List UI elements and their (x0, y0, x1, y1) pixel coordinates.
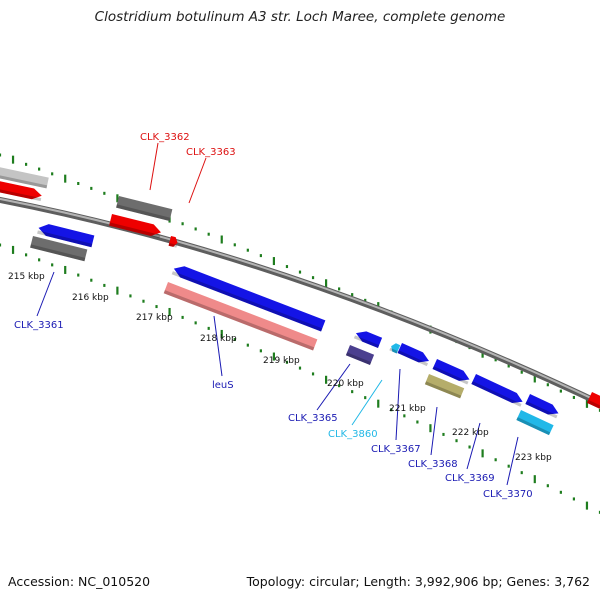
gene-label: CLK_3365 (288, 413, 338, 424)
leader-line (149, 142, 159, 191)
kbp-label: 223 kbp (515, 453, 552, 463)
kbp-label: 219 kbp (263, 356, 300, 366)
feature-red-3363 (168, 236, 178, 248)
feature-light-gray-shade (0, 173, 48, 189)
gene-label: CLK_3362 (140, 132, 190, 143)
genome-info-text: Topology: circular; Length: 3,992,906 bp… (246, 574, 590, 589)
gene-features (0, 166, 600, 436)
kbp-label: 220 kbp (327, 379, 364, 389)
feature-blue-3370-shade (525, 401, 558, 419)
kbp-label: 216 kbp (72, 293, 109, 303)
kbp-label: 217 kbp (136, 313, 173, 323)
feature-blue-3368 (432, 359, 470, 385)
feature-blue-a-body (38, 224, 95, 248)
leader-line (213, 315, 223, 377)
feature-cyan-3860-shade (389, 347, 398, 354)
feature-blue-3367-body (397, 343, 429, 363)
leader-line (36, 271, 55, 317)
feature-pink-leuS-shade (163, 290, 315, 351)
gene-label: CLK_3370 (483, 489, 533, 500)
feature-pink-leuS-body (163, 282, 318, 351)
feature-blue-3369 (471, 374, 523, 407)
feature-blue-a (37, 224, 95, 248)
feature-red-3363-shade (168, 242, 178, 248)
feature-blue-3365-shade (353, 335, 380, 348)
kbp-label: 222 kbp (452, 428, 489, 438)
feature-cyan-3370 (516, 410, 554, 436)
accession-text: Accession: NC_010520 (8, 574, 151, 589)
kbp-label: 221 kbp (389, 404, 426, 414)
feature-blue-3369-shade (471, 381, 522, 407)
feature-blue-3370 (525, 394, 559, 419)
feature-blue-3365-body (355, 331, 383, 348)
feature-cyan-3860 (389, 343, 401, 354)
feature-red-right (586, 392, 600, 409)
leader-line (506, 436, 519, 486)
leader-line (188, 157, 207, 204)
feature-red-right-shade (586, 399, 600, 409)
feature-red-3363-body (168, 236, 178, 247)
feature-olive-3368 (424, 374, 465, 399)
feature-blue-3367-shade (397, 350, 429, 367)
feature-red-left-body (0, 180, 42, 200)
feature-red-3362 (109, 214, 162, 239)
feature-light-gray-body (0, 166, 49, 189)
feature-blue-3369-body (471, 374, 523, 403)
feature-blue-leuS-body (173, 266, 326, 332)
feature-purple-3365-shade (345, 352, 372, 365)
genome-backbone (0, 196, 600, 407)
leader-lines (36, 142, 519, 486)
feature-pink-leuS (163, 282, 318, 351)
leader-line (351, 379, 383, 426)
feature-blue-leuS-shade (171, 271, 323, 332)
kbp-label: 215 kbp (8, 272, 45, 282)
gene-label: CLK_3369 (445, 473, 495, 484)
leader-line (395, 368, 401, 441)
kbp-label: 218 kbp (200, 334, 237, 344)
feature-blue-3365 (353, 331, 383, 348)
feature-red-left (0, 180, 42, 202)
leader-line (316, 363, 351, 411)
feature-blue-3368-shade (432, 366, 469, 385)
feature-gray-3361 (30, 236, 88, 262)
feature-purple-3365 (345, 345, 375, 365)
gene-label: CLK_3361 (14, 320, 64, 331)
gene-label: CLK_3368 (408, 459, 458, 470)
feature-cyan-3370-body (516, 410, 554, 436)
feature-gray-3362-body (116, 196, 173, 221)
map-title: Clostridium botulinum A3 str. Loch Maree… (94, 9, 506, 25)
leader-line (430, 406, 438, 456)
gene-label: CLK_3367 (371, 444, 421, 455)
feature-red-right-body (586, 392, 600, 409)
gene-label: leuS (212, 380, 234, 391)
gene-label: CLK_3363 (186, 147, 236, 158)
feature-gray-3362-shade (116, 204, 171, 221)
feature-red-3362-body (109, 214, 162, 237)
feature-red-left-shade (0, 187, 42, 202)
feature-cyan-3860-body (391, 343, 401, 354)
leader-line (466, 422, 481, 470)
feature-red-3362-shade (109, 222, 161, 239)
feature-gray-3361-shade (30, 244, 86, 262)
feature-gray-3361-body (30, 236, 88, 262)
feature-gray-3362 (116, 196, 173, 221)
gene-label: CLK_3860 (328, 429, 378, 440)
feature-olive-3368-body (424, 374, 465, 399)
feature-blue-3370-body (525, 394, 559, 415)
feature-blue-3368-body (432, 359, 470, 381)
feature-cyan-3370-shade (516, 417, 551, 436)
feature-blue-a-shade (37, 230, 93, 248)
feature-blue-leuS (171, 266, 326, 332)
feature-light-gray (0, 166, 49, 189)
feature-purple-3365-body (345, 345, 375, 365)
feature-olive-3368-shade (424, 381, 462, 399)
kbp-scale: 215 kbp 216 kbp 217 kbp 218 kbp 219 kbp 220 k… (8, 272, 552, 463)
feature-blue-3367 (397, 343, 429, 367)
